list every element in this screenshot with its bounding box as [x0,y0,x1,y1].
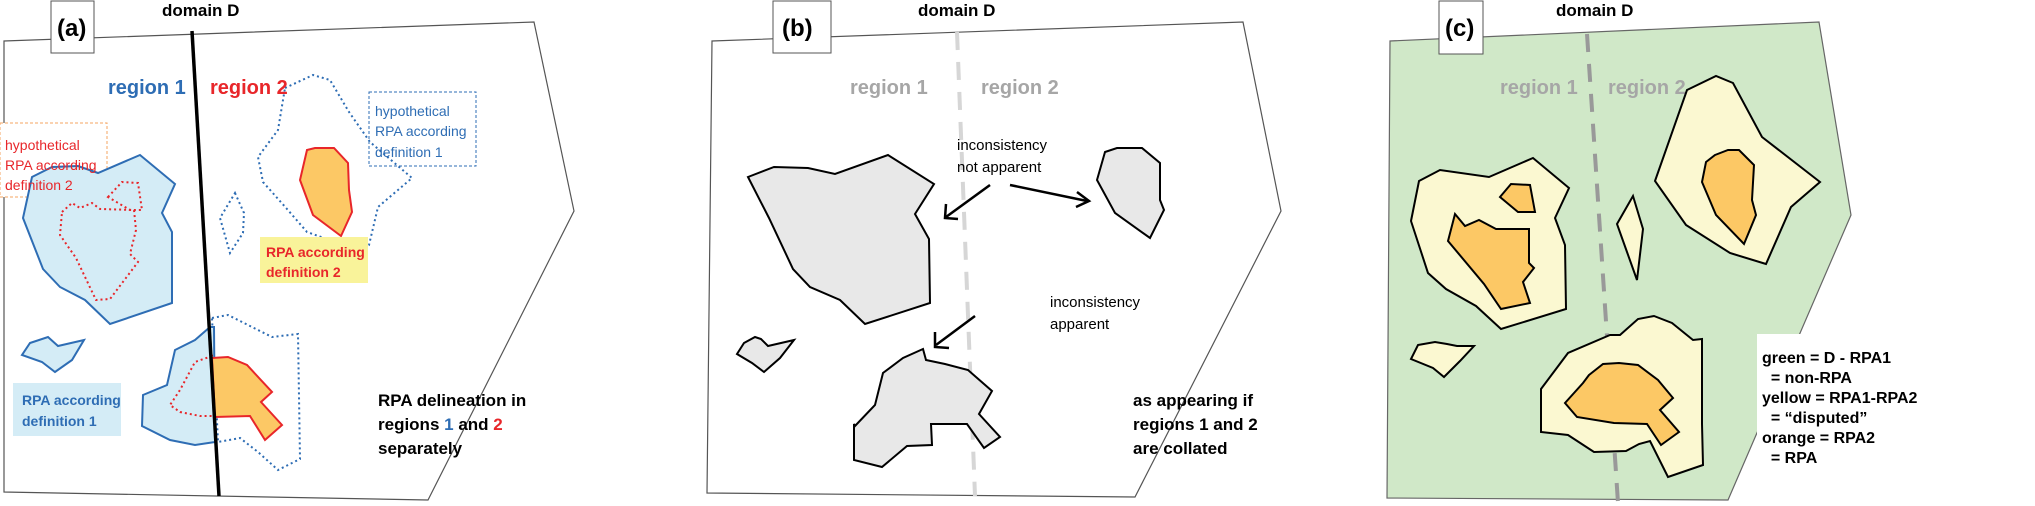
note-apparent-line1: inconsistency [1050,294,1141,311]
region2-label-b: region 2 [981,77,1059,99]
hyp-rpa2-dotted-a1 [106,180,144,211]
legend-line4: = “disputed” [1762,410,1867,427]
region2-label-c: region 2 [1608,77,1686,99]
caption-a-line2: regions 1 and 2 [378,415,503,434]
hyp-def2-line3: definition 2 [5,177,73,193]
region-divider-a [190,30,221,497]
hyp-def1-line2: RPA according [375,123,467,139]
note-not-apparent-line1: inconsistency [957,137,1048,154]
yellow-blob-c-small [1409,340,1477,379]
hyp-def1-box [368,91,477,167]
rpa-def2-line2: definition 2 [266,264,341,280]
rpa-def2-label-box [260,237,368,283]
rpa2-blob-a-lower [210,355,284,442]
blob-b-large [746,153,936,326]
blob-b-lower [853,347,1002,469]
region2-label-a: region 2 [210,77,288,99]
caption-b-line3: are collated [1133,439,1228,458]
orange-blob-c-right [1700,149,1758,246]
panel-b: region 1 region 2 inconsistency not appa… [706,0,1282,498]
blob-b-right [1095,147,1166,240]
hyp-def2-line1: hypothetical [5,137,80,153]
caption-a-line1: RPA delineation in [378,391,526,410]
panel-a: hypothetical RPA according definition 2 … [0,0,575,501]
legend-line6: = RPA [1762,450,1818,467]
hyp-def1-line1: hypothetical [375,103,450,119]
panel-c: region 1 region 2 green = D - RPA1 = non… [1386,0,2035,506]
orange-blob-c-left-small [1498,182,1537,213]
domain-outline-b [706,21,1282,498]
legend-line3: yellow = RPA1-RPA2 [1762,390,1918,407]
hyp-def2-line2: RPA according [5,157,97,173]
caption-b-line1: as appearing if [1133,391,1253,410]
region1-label-c: region 1 [1500,77,1578,99]
panel-label-box-c [1438,0,1484,55]
rpa1-blob-a-large [21,153,177,326]
domain-title-a: domain D [162,1,239,20]
panel-label-a: (a) [57,15,86,42]
panel-label-box-a [50,0,95,54]
region1-label-a: region 1 [108,77,186,99]
rpa-def2-line1: RPA according [266,244,365,260]
yellow-blob-c-diamond [1615,193,1645,281]
note-not-apparent-line2: not apparent [957,159,1042,176]
panel-label-c: (c) [1445,15,1474,42]
note-apparent-line2: apparent [1050,316,1110,333]
legend-line2: = non-RPA [1762,370,1852,387]
legend-line1: green = D - RPA1 [1762,350,1891,367]
rpa-def1-label-box [13,383,121,436]
caption-b-line2: regions 1 and 2 [1133,415,1258,434]
panel-label-box-b [772,0,832,54]
rpa-def1-line2: definition 1 [22,413,97,429]
arrow-not-apparent-right [1009,183,1092,209]
caption-a-line3: separately [378,439,463,458]
orange-blob-c-lower [1563,361,1681,447]
orange-blob-c-left [1446,211,1536,311]
domain-title-b: domain D [918,1,995,20]
region-divider-b [955,31,977,497]
arrow-apparent [933,314,976,350]
legend-bg [1757,334,2035,506]
rpa-def1-line1: RPA according [22,392,121,408]
region1-label-b: region 1 [850,77,928,99]
hyp-rpa1-dotted-a-lower [210,313,302,472]
rpa1-blob-a-small [20,335,87,374]
arrow-not-apparent-left [943,183,991,221]
panel-label-b: (b) [782,15,813,42]
hyp-rpa2-dotted-a2 [58,201,140,302]
hyp-def1-line3: definition 1 [375,144,443,160]
rpa2-blob-a-top [298,147,354,238]
blob-b-small [735,335,797,374]
domain-title-c: domain D [1556,1,1633,20]
legend-line5: orange = RPA2 [1762,430,1875,447]
